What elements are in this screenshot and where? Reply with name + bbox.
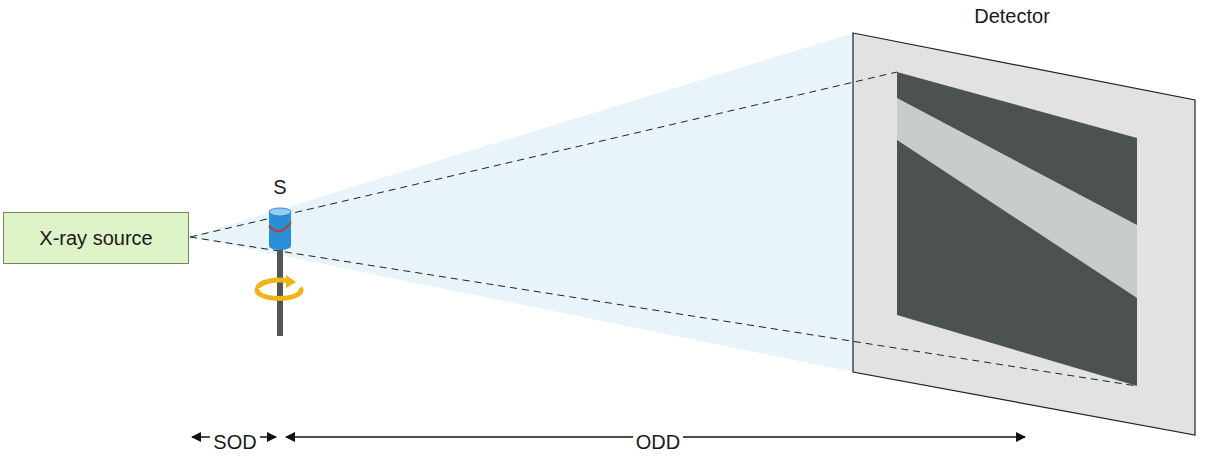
sample-label: S bbox=[273, 176, 286, 199]
beam-edge bbox=[190, 237, 1137, 386]
beam-edge bbox=[190, 72, 897, 237]
sample-rod bbox=[277, 244, 283, 336]
projection-band bbox=[897, 98, 1137, 298]
dimension-label: ODD bbox=[633, 431, 683, 454]
detector-label: Detector bbox=[974, 5, 1050, 28]
sample-feature bbox=[269, 222, 291, 231]
detector-frame bbox=[853, 33, 1195, 435]
rotation-arrow bbox=[257, 288, 301, 298]
detector-screen bbox=[897, 72, 1137, 386]
beam-cone bbox=[190, 33, 1195, 435]
sample-cylinder bbox=[269, 212, 291, 246]
sample-top bbox=[269, 208, 291, 216]
rotation-arrowhead bbox=[286, 275, 296, 288]
sample-cylinder bbox=[269, 242, 291, 250]
source-box: X-ray source bbox=[3, 212, 189, 264]
node-text: X-ray source bbox=[39, 227, 152, 250]
rotation-arrow bbox=[258, 280, 290, 288]
dimension-label: SOD bbox=[210, 431, 259, 454]
